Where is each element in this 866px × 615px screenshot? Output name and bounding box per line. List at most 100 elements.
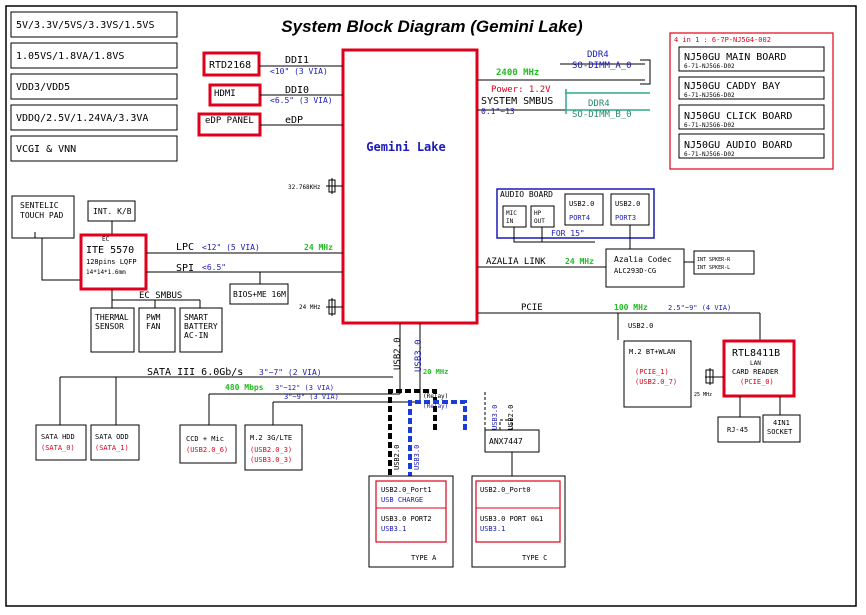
cpu-box (341, 48, 479, 325)
outer-frame (5, 5, 857, 607)
m2-wlan-pcie: (PCIE_1) (635, 368, 669, 376)
ddi0-label: DDI0 (285, 85, 309, 96)
sata-odd-port: (SATA_1) (95, 444, 129, 452)
m2-wlan-usb: USB2.0 (628, 322, 653, 330)
ddi1-note: <10" (3 VIA) (270, 67, 328, 76)
rj45-label: RJ-45 (727, 426, 748, 434)
system-smbus-label: SYSTEM SMBUS (481, 96, 553, 107)
int-kb-label: INT. K/B (93, 207, 132, 216)
type-a-l4: USB3.1 (381, 525, 406, 533)
hp-out-line1: HP (534, 210, 542, 217)
touchpad-line1: SENTELIC (20, 201, 59, 210)
usb-port4-line1: USB2.0 (569, 200, 594, 208)
ec-box (79, 233, 148, 291)
board-item-1-name: NJ50GU MAIN BOARD (684, 52, 786, 63)
m2-lte-label: M.2 3G/LTE (250, 434, 292, 442)
board-item-3-pn: 6-71-NJ5G6-D02 (684, 122, 735, 129)
ddr-a-title: DDR4 (587, 50, 609, 60)
bios-box (229, 283, 289, 305)
sata-hdd-port: (SATA_0) (41, 444, 75, 452)
cpu-label: Gemini Lake (366, 140, 445, 154)
power-rail-box-3 (10, 73, 178, 100)
battery-line2: BATTERY (184, 322, 218, 331)
hdmi-label: HDMI (214, 89, 236, 99)
usb-9-note: 3"~9" (3 VIA) (284, 393, 339, 401)
lan-crystal-icon (705, 368, 724, 385)
lpc-label: LPC (176, 242, 194, 253)
power-rail-1: 5V/3.3V/5VS/3.3VS/1.5VS (16, 20, 154, 31)
power-rail-4: VDDQ/2.5V/1.24VA/3.3VA (16, 113, 148, 124)
power-rail-5: VCGI & VNN (16, 144, 76, 155)
ec-package: 128pins LQFP (86, 258, 137, 266)
route-usb20-a: USB2.0 (393, 445, 401, 470)
power-rail-3: VDD3/VDD5 (16, 82, 70, 93)
rtd2168-label: RTD2168 (209, 60, 251, 71)
rtl8411b-line2: CARD READER (732, 368, 779, 376)
power-rail-2: 1.05VS/1.8VA/1.8VS (16, 51, 124, 62)
ddi0-note: <6.5" (3 VIA) (270, 96, 333, 105)
usb-route-blue (408, 400, 467, 476)
m2-lte-box (244, 424, 303, 471)
rtl8411b-name: RTL8411B (732, 348, 780, 359)
m2-lte-port2: (USB3.0_3) (250, 456, 292, 464)
azalia-codec-box (605, 248, 685, 288)
ec-smbus-lines (111, 289, 201, 308)
m2-lte-port1: (USB2.0_3) (250, 446, 292, 454)
thermal-box (90, 307, 135, 353)
type-c-l1: USB2.0_Port0 (480, 486, 531, 494)
ddr-freq: 2400 MHz (496, 68, 539, 78)
route-usb20-b: USB2.0 (507, 405, 515, 430)
ddr-a-sub: SO-DIMM_A_0 (572, 61, 632, 71)
rtd2168-box (202, 51, 261, 77)
speaker-l: INT SPKER-L (697, 265, 730, 271)
clk-crystal-label: 24 MHz (299, 304, 321, 311)
board-item-box-3 (678, 104, 825, 130)
type-a-l2: USB CHARGE (381, 496, 423, 504)
board-item-2-pn: 6-71-NJ5G6-D02 (684, 92, 735, 99)
ccd-label: CCD + Mic (186, 435, 224, 443)
battery-line3: AC-IN (184, 331, 208, 340)
azalia-freq: 24 MHz (565, 257, 594, 266)
usb-port3-line1: USB2.0 (615, 200, 640, 208)
board-item-box-4 (678, 133, 825, 159)
ccd-box (179, 424, 237, 464)
spi-label: SPI (176, 263, 194, 274)
pcie-note: 2.5"~9" (4 VIA) (668, 304, 731, 312)
edp-port-label: eDP (285, 115, 303, 126)
m2-wlan-line1: M.2 BT+WLAN (629, 348, 675, 356)
lan-crystal-label: 25 MHz (694, 392, 712, 398)
bios-label: BIOS+ME 16M (233, 290, 286, 299)
thermal-line1: THERMAL (95, 313, 129, 322)
socket-line1: 4IN1 (773, 419, 790, 427)
sata-label: SATA III 6.0Gb/s (147, 367, 243, 378)
rtl8411b-box (722, 339, 796, 398)
battery-line1: SMART (184, 313, 208, 322)
sata-note: 3"~7" (2 VIA) (259, 368, 322, 377)
relay-note-2: (Relay) (423, 403, 448, 410)
board-item-4-name: NJ50GU AUDIO BOARD (684, 140, 792, 151)
ddr-a-slot (560, 59, 651, 85)
edp-panel-label: eDP PANEL (205, 116, 254, 126)
board-item-box-2 (678, 76, 825, 100)
clk-crystal-icon (326, 298, 343, 316)
power-rail-box-4 (10, 104, 178, 131)
fan-line1: PWM (146, 313, 161, 322)
usb-20mhz: 20 MHz (423, 368, 448, 376)
rtl-drops (739, 396, 781, 417)
type-a-l1: USB2.0_Port1 (381, 486, 432, 494)
audio-board-frame (496, 188, 655, 239)
rtl8411b-line1: LAN (750, 360, 761, 367)
power-rail-box-2 (10, 42, 178, 69)
system-smbus-note: 0.1"~13 (481, 107, 515, 116)
pcie-drops (617, 313, 761, 340)
sata-odd-label: SATA ODD (95, 433, 129, 441)
board-item-2-name: NJ50GU CADDY BAY (684, 81, 780, 92)
type-c-inner (475, 480, 561, 543)
lpc-freq: 24 MHz (304, 243, 333, 252)
touchpad-line2: TOUCH PAD (20, 211, 64, 220)
mic-in-line1: MIC (506, 210, 517, 217)
usb-route-black (388, 389, 437, 476)
ddi1-label: DDI1 (285, 55, 309, 66)
audio-for15-label: FOR 15" (551, 229, 585, 238)
anx7447-label: ANX7447 (489, 437, 523, 446)
